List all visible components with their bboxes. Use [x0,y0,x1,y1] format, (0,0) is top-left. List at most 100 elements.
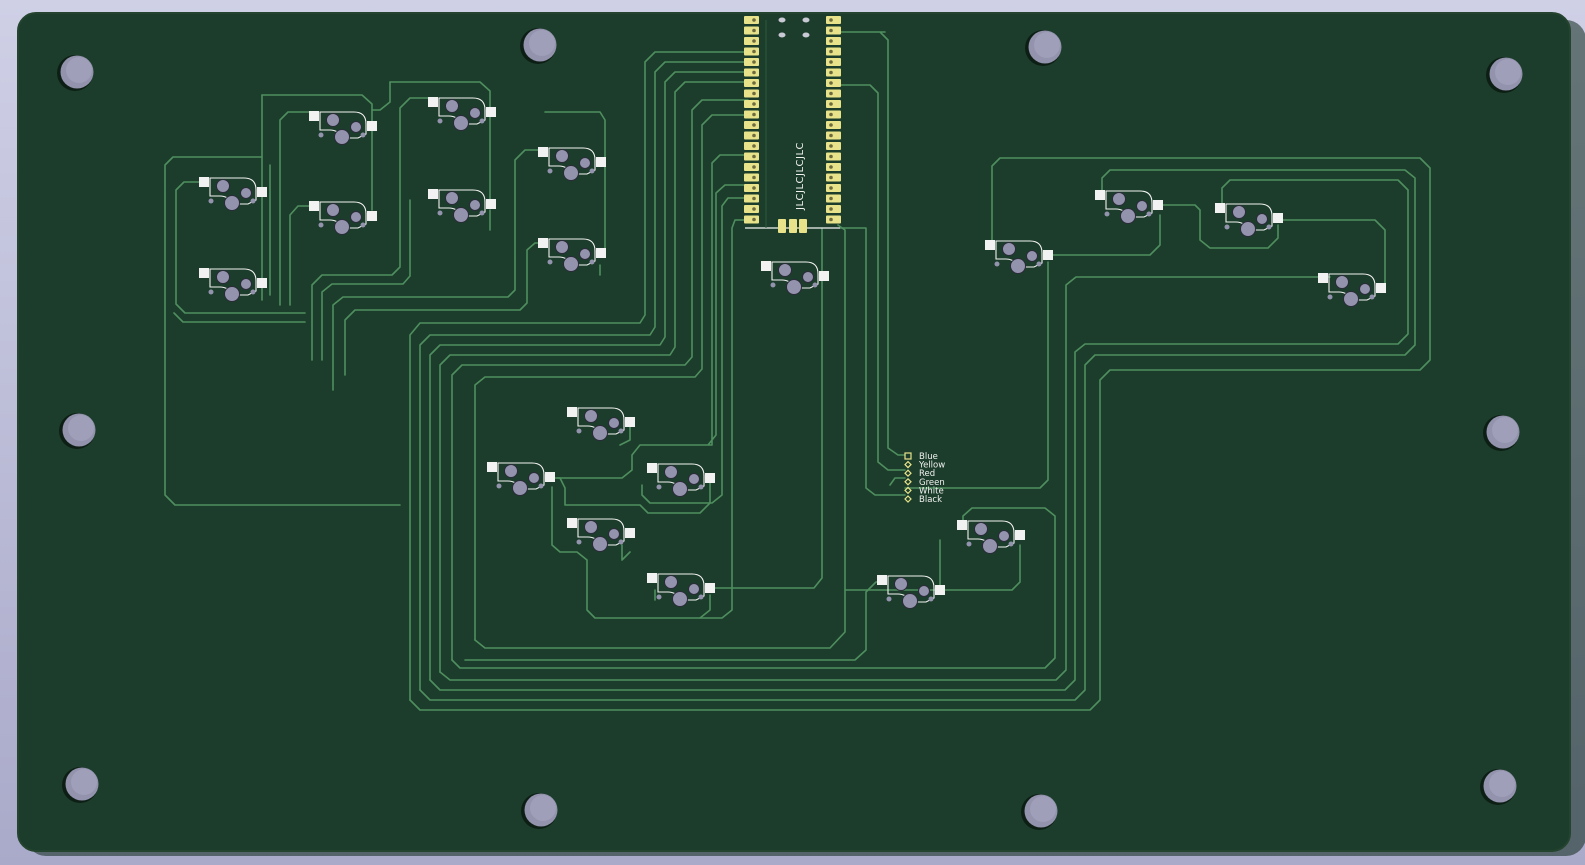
wire-legend-item: White [904,486,944,496]
switch-footprint [1095,190,1163,224]
mcu-pin-pad [744,121,759,129]
trace [175,181,306,314]
trace [439,276,1331,681]
switch-footprint [199,268,267,302]
usb-hole [778,32,786,38]
trace [311,97,431,361]
mcu-pin-pad [826,173,841,182]
trace [551,219,749,619]
mcu-pin-pad [826,47,841,56]
wire-legend-label: White [919,486,944,496]
wire-legend-label: Blue [919,452,938,462]
mcu-pin-pad [826,110,841,119]
mcu-pin-pad [826,121,841,129]
mcu-pin-pad [826,142,841,150]
wire-legend-label: Black [919,495,942,505]
usb-hole [778,17,786,23]
mcu-pin-pad [826,68,841,77]
trace [439,81,749,673]
wire-legend-item: Blue [904,452,938,462]
trace [409,157,1431,711]
mcu-pin-pad [744,110,759,119]
trace [289,205,313,306]
wire-legend-label: Green [919,478,945,488]
mcu-pin-pad [744,173,759,182]
wire-legend-item: Red [904,469,935,479]
switch-footprint [428,189,496,223]
mcu-pin-pad [744,184,759,192]
switch-footprint [567,518,635,552]
trace [173,312,306,323]
wire-legend-item: Green [904,477,945,488]
board-outline [17,12,1571,852]
mcu-pin-pad [744,68,759,77]
trace [389,81,491,206]
mounting-hole [62,767,99,803]
mcu-pin-pad [826,163,841,171]
trace [827,31,906,456]
mcu-pin-pad [744,47,759,56]
mcu-pin-pad [826,152,841,161]
trace [827,84,906,471]
wire-legend-item: Black [904,495,942,505]
trace [641,197,749,504]
switch-footprint [487,462,555,496]
wire-pad-diamond [904,486,912,495]
trace [409,51,749,701]
trace [419,169,1416,701]
mounting-hole [1021,794,1058,830]
switch-footprint [538,147,606,181]
switch-footprint [877,575,945,609]
mcu-pin-pad [744,131,759,140]
trace [944,544,1021,591]
trace [371,81,391,111]
trace [429,71,749,681]
mcu-pin-pad [744,37,759,45]
mounting-hole [1480,769,1517,805]
mcu-pin-pad [826,79,841,87]
trace [451,99,749,661]
trace [554,154,749,479]
trace [1154,204,1279,249]
trace [556,477,711,561]
wire-pad-diamond [904,477,912,486]
mounting-hole [1486,57,1523,93]
switch-footprint [761,261,829,295]
mcu-pin-pad [744,16,759,24]
mcu-pin-pad [826,131,841,140]
mcu-pin-pad [744,26,759,35]
mcu-pin-pad [826,37,841,45]
trace [279,111,313,306]
wire-pad-square [904,452,912,460]
switch-footprint [538,238,606,272]
mcu-pin-pad [744,142,759,150]
switch-footprint [647,573,715,607]
trace [714,227,823,589]
switch-footprint [567,407,635,441]
trace [344,242,546,376]
switch-footprints [199,97,1386,609]
trace [261,94,373,211]
switch-footprint [1215,203,1283,237]
mcu-pin-pad [744,205,759,213]
trace [1282,219,1386,291]
mcu-pin-pad [744,79,759,87]
switch-footprint [199,177,267,211]
mcu-pin-pad [744,215,759,224]
wire-legend-label: Yellow [918,461,945,471]
mcu-pin-pad [744,89,759,98]
copper-traces [164,31,1431,711]
wire-legend-item: Yellow [904,461,945,471]
mcu-pin-pad [826,194,841,203]
wire-legend-label: Red [919,469,935,479]
trace [419,61,749,691]
switch-footprint [309,201,377,235]
mcu-pin-pad [826,58,841,66]
mounting-hole [1025,30,1062,66]
mcu-pin-pad [826,16,841,24]
mcu-pin-pad [744,100,759,108]
switch-footprint [985,240,1053,274]
